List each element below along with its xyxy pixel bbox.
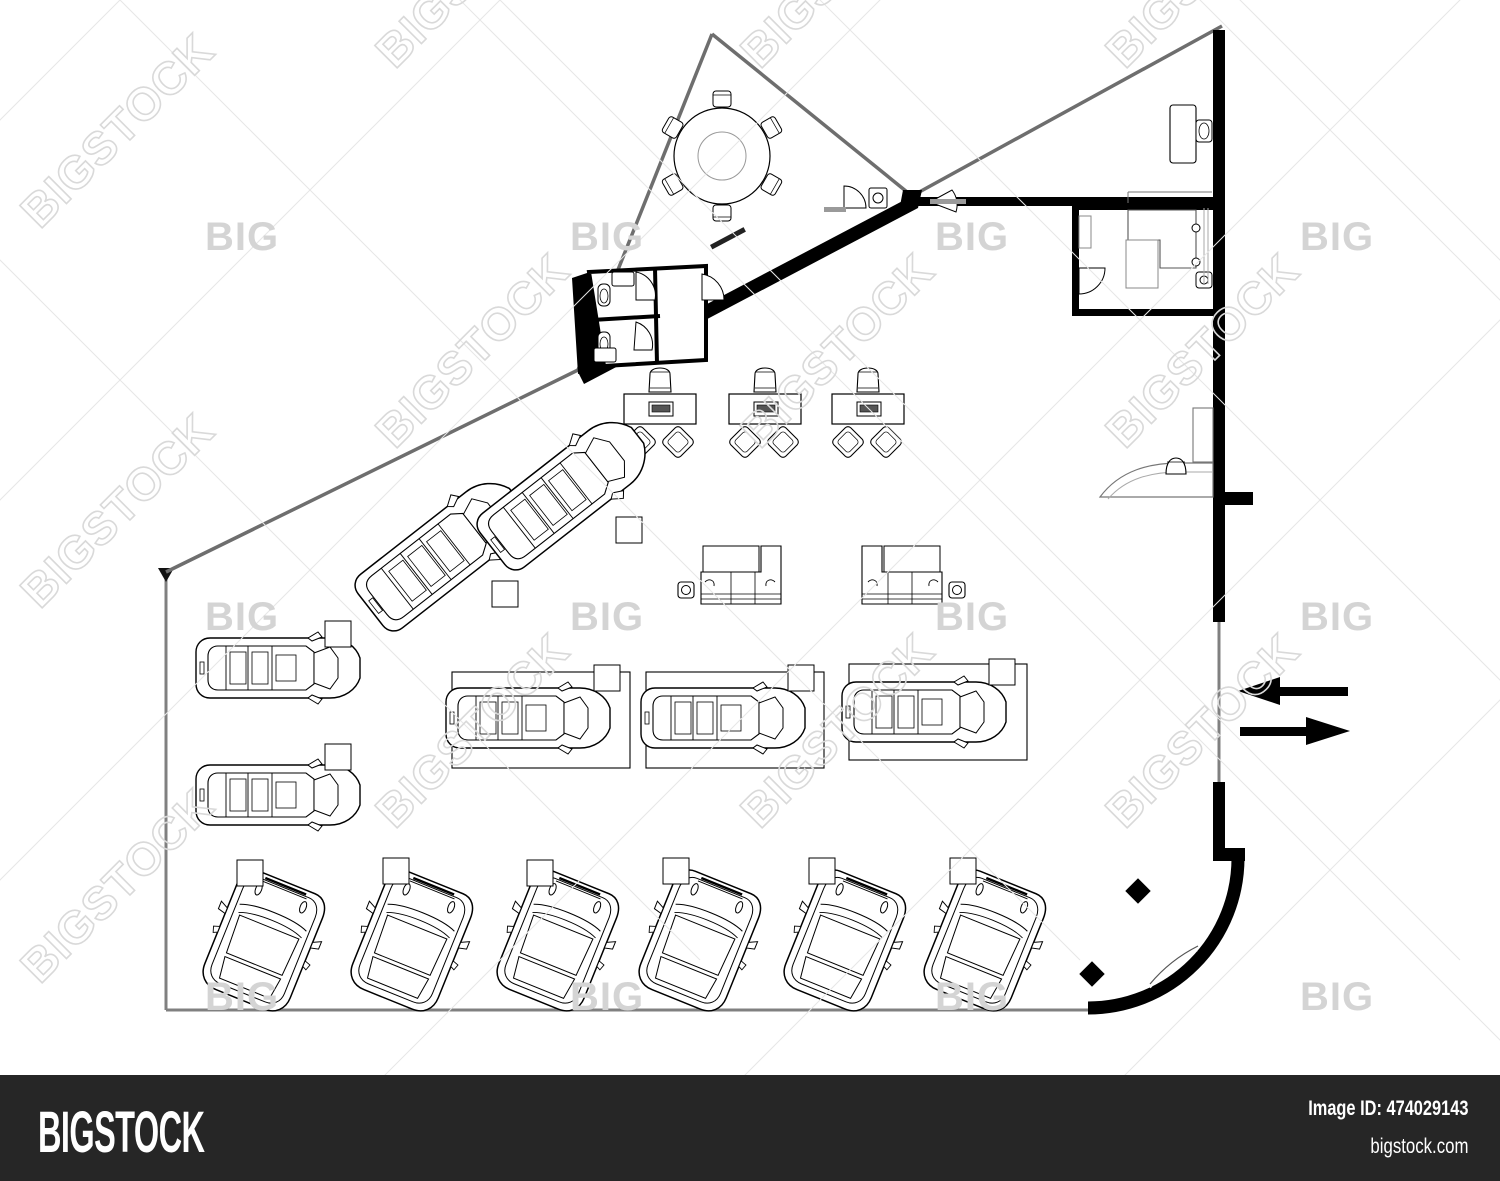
lounge-area [677, 545, 966, 605]
bigstock-logo[interactable]: BIGSTOCK [38, 1100, 205, 1165]
column [1079, 961, 1105, 987]
sign-plate [988, 658, 1016, 686]
sign-plate [615, 516, 643, 544]
image-id-label: Image ID: 474029143 [1307, 1097, 1468, 1120]
sign-plate [382, 857, 410, 885]
stock-sedan[interactable] [482, 861, 633, 1021]
stock-sedan[interactable] [909, 861, 1060, 1021]
office-wall-top [1072, 203, 1215, 210]
sign-plate [593, 664, 621, 692]
stock-sedan[interactable] [769, 861, 920, 1021]
footer-bar: BIGSTOCK Image ID: 474029143 bigstock.co… [0, 1075, 1500, 1181]
sign-plate [324, 743, 352, 771]
plan-svg [158, 24, 1350, 1021]
curved-corner-wall [1087, 857, 1245, 1015]
sign-plate [808, 857, 836, 885]
restroom-exit-door-swing [701, 273, 725, 301]
right-wall-stub [1225, 492, 1253, 505]
restroom-block [572, 263, 725, 374]
office-shelf [1078, 215, 1092, 249]
reception-desk [1098, 407, 1214, 500]
arrow-outbound-icon [1240, 717, 1350, 745]
arrow-inbound-icon [1238, 677, 1348, 705]
sign-plate [526, 859, 554, 887]
reception-counter [1098, 462, 1214, 498]
reception-partition [1192, 407, 1214, 463]
stock-sedan[interactable] [624, 861, 775, 1021]
lounge-group[interactable] [677, 545, 782, 605]
vehicle-side-stock [195, 620, 361, 832]
site-label[interactable]: bigstock.com [1369, 1135, 1468, 1158]
office-table [1125, 239, 1159, 289]
sign-plate [787, 664, 815, 692]
office-stool [1191, 223, 1201, 233]
stock-sedan[interactable] [336, 861, 487, 1021]
stock-sedan[interactable] [188, 861, 339, 1021]
office-door-swing [1078, 267, 1106, 295]
showroom-display [445, 658, 1028, 769]
vehicle-diagonal-stock [344, 402, 664, 643]
structural-columns [1079, 878, 1151, 987]
sign-plate [949, 857, 977, 885]
sales-desk-area [622, 367, 905, 460]
service-office [1072, 104, 1215, 316]
floor-plan-drawing [158, 24, 1350, 1021]
display-plinth[interactable] [445, 664, 631, 769]
right-wall-upper [1213, 30, 1225, 622]
vehicle-stock-row [188, 857, 1060, 1021]
sales-desk[interactable] [727, 367, 802, 460]
conference-table [661, 90, 783, 222]
column [1125, 878, 1151, 904]
display-plinth[interactable] [640, 664, 825, 769]
sign-plate [236, 859, 264, 887]
sign-plate [491, 580, 519, 608]
sign-plate [324, 620, 352, 648]
reception-chair [1165, 457, 1187, 475]
restroom-partition-vertical [653, 267, 659, 365]
traffic-arrows [1238, 677, 1350, 745]
office-wall-left [1072, 203, 1079, 316]
office-stool [1191, 257, 1201, 267]
side-table [868, 187, 888, 209]
sign-plate [662, 857, 690, 885]
upper-fixture [1169, 104, 1213, 164]
display-plinth[interactable] [841, 658, 1028, 761]
footer-meta: Image ID: 474029143 bigstock.com [1263, 1097, 1468, 1159]
wall-cabinet [710, 227, 746, 250]
office-wall-bottom [1072, 309, 1215, 316]
lounge-group[interactable] [861, 545, 966, 605]
sales-desk[interactable] [830, 367, 905, 460]
